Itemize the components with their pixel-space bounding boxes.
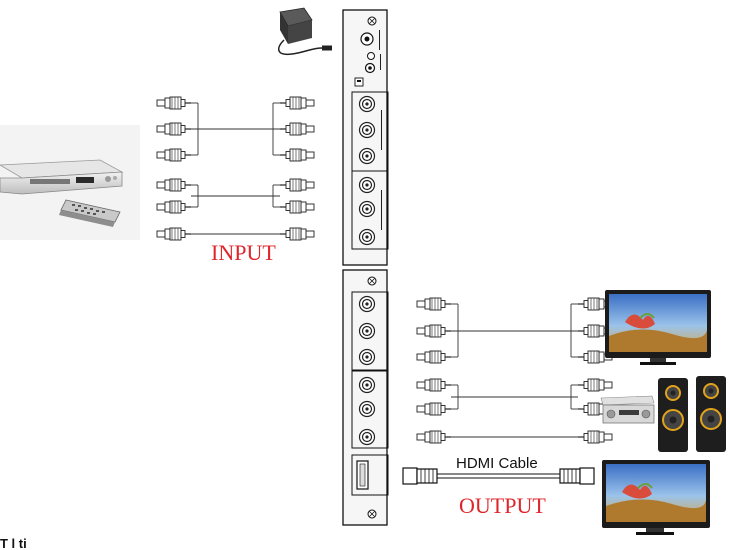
screw-icon <box>367 16 377 26</box>
footer-caption: T l ti <box>0 536 27 550</box>
tv-icon <box>602 460 710 535</box>
tv-icon <box>605 290 711 365</box>
hdmi-cable-label: HDMI Cable <box>456 455 538 472</box>
input-label: INPUT <box>211 240 276 265</box>
dc-power-jack <box>360 32 374 46</box>
screw-icon <box>367 509 377 519</box>
remote-control-icon <box>59 199 121 227</box>
input-panel <box>342 9 389 266</box>
led-indicator <box>367 52 375 60</box>
amplifier-icon <box>600 395 655 424</box>
output-panel <box>342 269 389 526</box>
dvd-player-icon <box>0 125 140 240</box>
power-adapter-icon <box>278 7 332 56</box>
mode-switch <box>364 62 376 74</box>
output-wiring <box>416 297 612 444</box>
speakers-icon <box>658 376 726 452</box>
hdmi-cable <box>402 467 595 485</box>
input-wiring <box>156 96 314 241</box>
output-label: OUTPUT <box>459 493 546 518</box>
hdmi-port <box>356 460 369 490</box>
screw-icon <box>367 276 377 286</box>
